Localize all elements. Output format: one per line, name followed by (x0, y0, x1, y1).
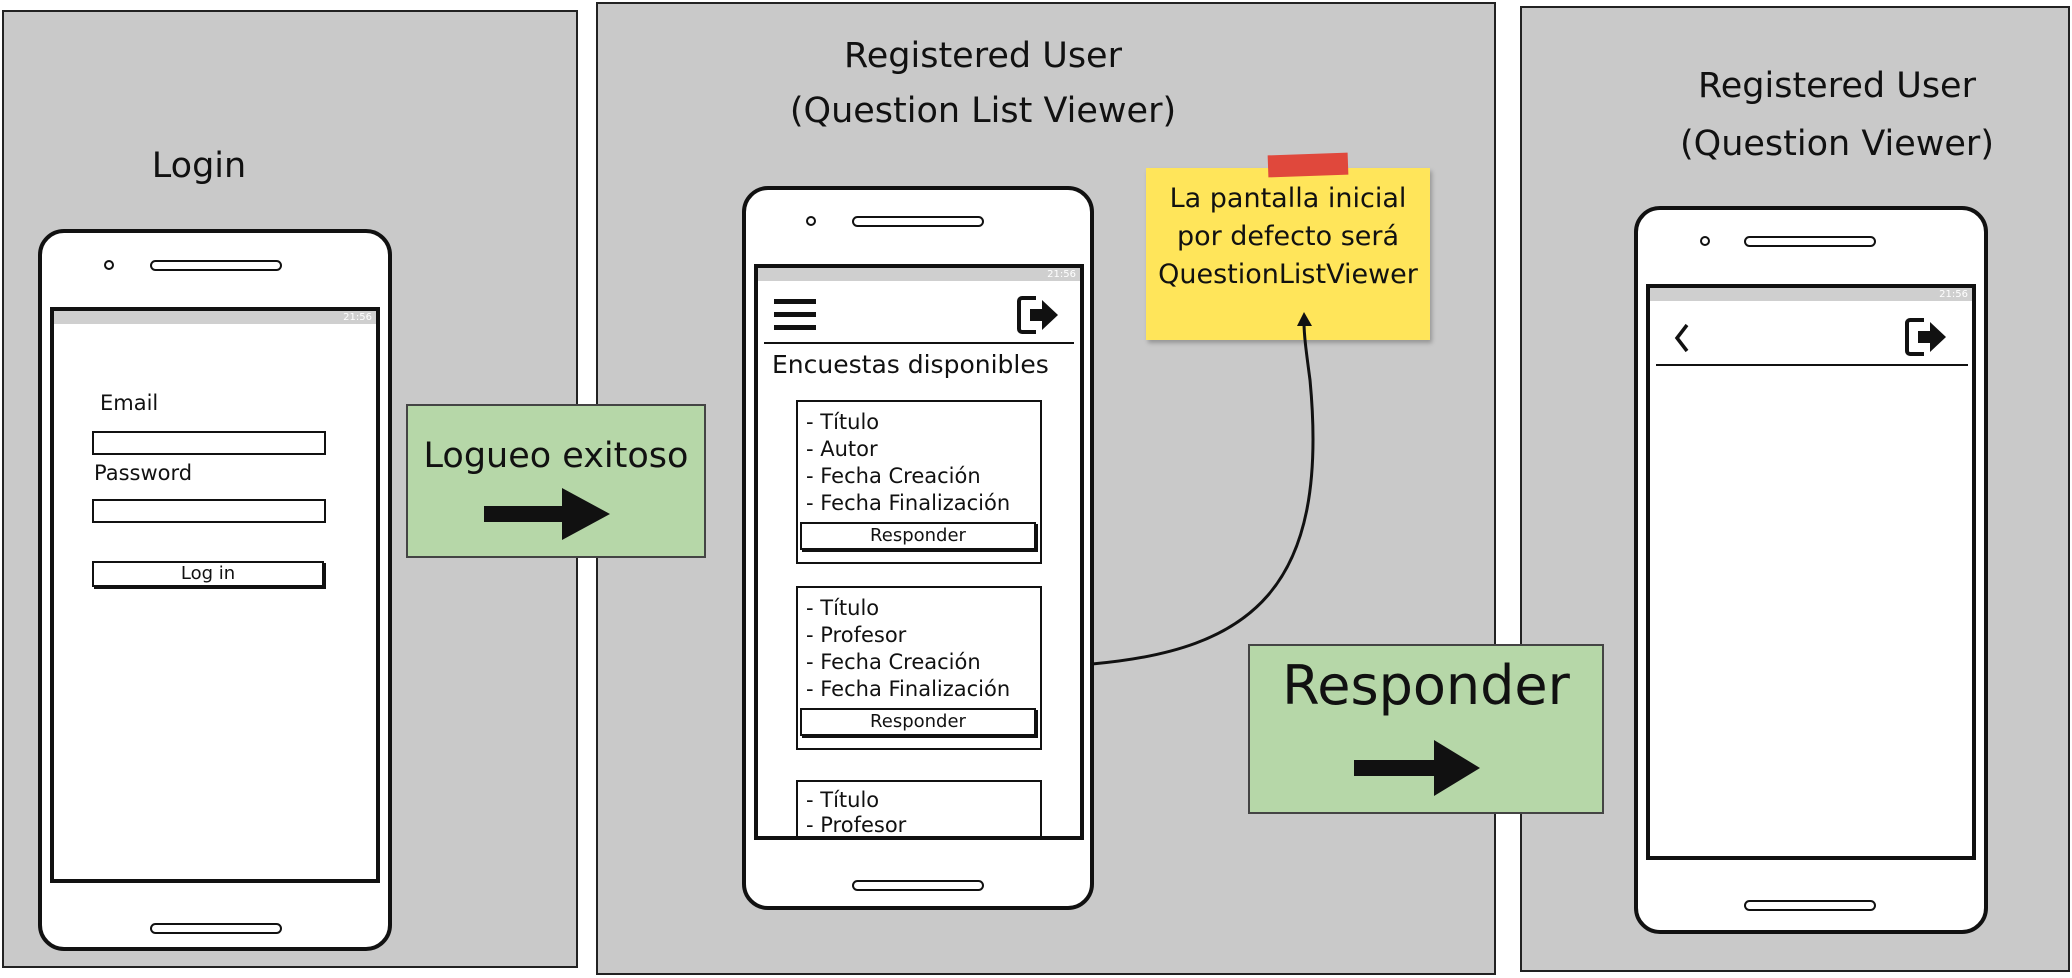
toolbar-divider (764, 342, 1074, 344)
status-bar: 21:56 (54, 311, 376, 324)
phone-speaker-icon (1744, 236, 1876, 247)
login-phone-frame: 21:56 Email Password Log in (38, 229, 392, 951)
status-time: 21:56 (1939, 289, 1968, 300)
question-list-panel-title-line1: Registered User (844, 36, 1122, 76)
question-viewer-screen: 21:56 (1646, 284, 1976, 860)
login-success-transition: Logueo exitoso (406, 404, 706, 558)
responder-button[interactable]: Responder (800, 522, 1036, 550)
question-list-panel-title-line2: (Question List Viewer) (789, 91, 1177, 131)
status-time: 21:56 (1047, 269, 1076, 280)
question-viewer-panel: Registered User (Question Viewer) 21:56 (1520, 6, 2070, 972)
question-viewer-panel-title-line1: Registered User (1698, 66, 1976, 106)
hamburger-menu-icon[interactable] (774, 297, 816, 333)
phone-camera-icon (806, 216, 816, 226)
toolbar-divider (1656, 364, 1968, 366)
sticky-note-line: por defecto será (1176, 221, 1400, 252)
phone-camera-icon (104, 260, 114, 270)
login-panel-title: Login (151, 146, 247, 186)
survey-field: - Título (806, 596, 880, 620)
survey-field: - Fecha Creación (806, 464, 981, 488)
password-label: Password (94, 461, 193, 485)
logout-icon[interactable] (1016, 294, 1062, 336)
email-label: Email (100, 391, 159, 415)
status-time: 21:56 (343, 312, 372, 323)
question-list-screen: 21:56 Encuestas disponibles - Título - A… (754, 264, 1084, 840)
answer-transition: Responder (1248, 644, 1604, 814)
login-button[interactable]: Log in (92, 561, 324, 587)
screen-heading: Encuestas disponibles (772, 350, 1049, 379)
responder-button[interactable]: Responder (800, 708, 1036, 736)
status-bar: 21:56 (1650, 288, 1972, 301)
question-viewer-panel-title-line2: (Question Viewer) (1680, 124, 1994, 164)
phone-home-bar-icon (852, 880, 984, 891)
chevron-left-icon[interactable] (1672, 322, 1692, 354)
question-list-panel: Registered User (Question List Viewer) 2… (596, 2, 1496, 975)
survey-field: - Fecha Finalización (806, 491, 1011, 515)
survey-field: - Profesor (806, 813, 907, 837)
sticky-note-tape (1267, 152, 1349, 178)
right-arrow-icon (484, 488, 610, 540)
phone-speaker-icon (852, 216, 984, 227)
survey-field: - Título (806, 788, 880, 812)
email-field[interactable] (92, 431, 326, 455)
question-list-phone-frame: 21:56 Encuestas disponibles - Título - A… (742, 186, 1094, 910)
status-bar: 21:56 (758, 268, 1080, 281)
survey-field: - Profesor (806, 623, 907, 647)
sticky-note-line: QuestionListViewer (1158, 259, 1418, 290)
sticky-note-line: La pantalla inicial (1169, 183, 1407, 214)
survey-field: - Fecha Finalización (806, 677, 1011, 701)
survey-field: - Autor (806, 437, 878, 461)
survey-card: - Título - Profesor - Fecha Creación - F… (796, 586, 1042, 750)
question-viewer-phone-frame: 21:56 (1634, 206, 1988, 934)
survey-card: - Título - Profesor (796, 780, 1042, 837)
survey-field: - Título (806, 410, 880, 434)
logout-icon[interactable] (1904, 316, 1950, 358)
survey-card: - Título - Autor - Fecha Creación - Fech… (796, 400, 1042, 564)
sticky-note: La pantalla inicial por defecto será Que… (1146, 168, 1430, 340)
answer-transition-label: Responder (1282, 654, 1570, 717)
survey-field: - Fecha Creación (806, 650, 981, 674)
phone-camera-icon (1700, 236, 1710, 246)
phone-home-bar-icon (1744, 900, 1876, 911)
login-success-label: Logueo exitoso (423, 436, 689, 476)
phone-speaker-icon (150, 260, 282, 271)
password-field[interactable] (92, 499, 326, 523)
phone-home-bar-icon (150, 923, 282, 934)
login-screen: 21:56 Email Password Log in (50, 307, 380, 883)
right-arrow-icon (1354, 740, 1480, 796)
